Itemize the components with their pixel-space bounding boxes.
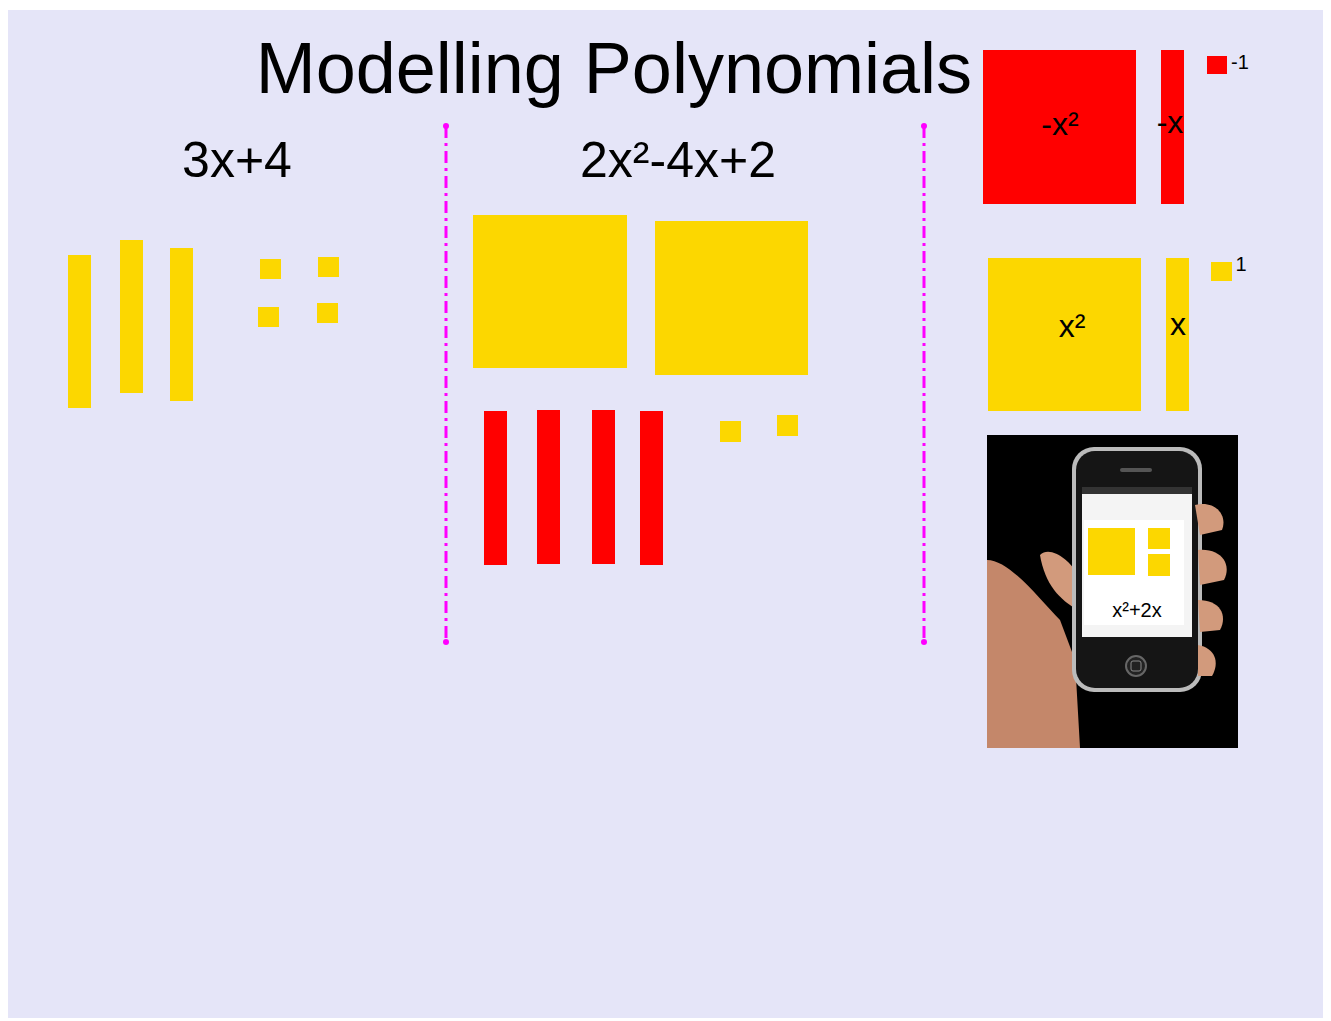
divider: [445, 126, 448, 642]
tile-label: 1: [1235, 254, 1246, 274]
negative-unit-tile: -1: [1207, 56, 1227, 74]
tile-label: -1: [1231, 52, 1249, 72]
negative-rod-tile: -x: [1161, 50, 1184, 204]
algebra-tiles: [68, 240, 339, 408]
tile-label: x: [1170, 308, 1186, 340]
algebra-tiles: [473, 215, 808, 565]
tile-label: -x: [1157, 106, 1184, 138]
square-tile: x²: [988, 258, 1141, 411]
tile-label: x²+2x: [1112, 600, 1161, 620]
divider: [923, 126, 926, 642]
phone-photo: [987, 435, 1238, 748]
phone-screen: x²+2x: [1084, 520, 1184, 625]
negative-square-tile: -x²: [983, 50, 1136, 204]
tile-label: x²: [1059, 310, 1086, 342]
mini-tile: [1088, 528, 1135, 575]
mini-tile: [1148, 554, 1170, 576]
polynomial-label: 3x+4: [182, 135, 292, 185]
slide-title: Modelling Polynomials: [256, 32, 972, 104]
unit-tile: 1: [1211, 262, 1232, 281]
tile-label: -x²: [1041, 108, 1078, 140]
slide-ground: [8, 10, 1323, 1018]
polynomial-label: 2x²-4x+2: [580, 135, 776, 185]
mini-tile: [1148, 528, 1170, 549]
rod-tile: x: [1166, 258, 1189, 411]
